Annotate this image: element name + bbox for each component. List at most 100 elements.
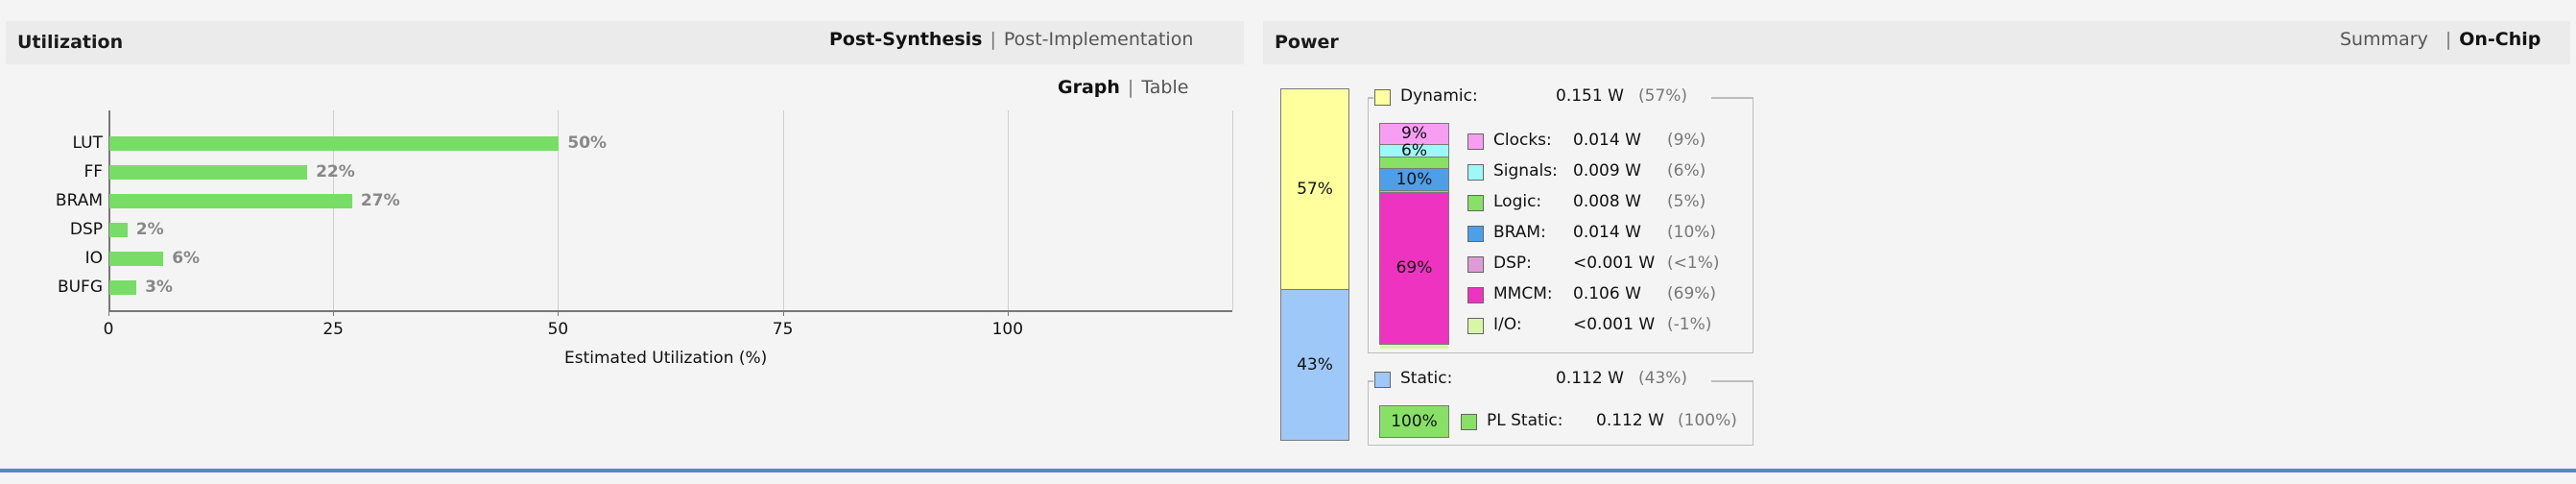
static-legend: Static: 0.112 W (43%) — [1374, 369, 1701, 390]
power-legend-item: I/O: <0.001 W (-1%) — [1467, 315, 1746, 336]
legend-value: <0.001 W — [1573, 254, 1656, 273]
power-segment — [1380, 157, 1448, 168]
power-legend-item: Clocks:0.014 W(9%) — [1467, 131, 1746, 152]
gridline — [558, 110, 560, 310]
legend-swatch — [1467, 195, 1484, 211]
x-tick-label: 50 — [547, 320, 569, 339]
power-header: Power Summary|On-Chip — [1263, 21, 2570, 64]
gridline — [782, 110, 784, 310]
x-tick-label: 75 — [772, 320, 794, 339]
tab-summary[interactable]: Summary — [2340, 29, 2428, 50]
y-axis — [108, 110, 110, 310]
bar — [109, 252, 164, 266]
bar-value-label: 2% — [135, 220, 164, 239]
bar-value-label: 27% — [360, 191, 400, 210]
power-segment: 6% — [1380, 141, 1448, 160]
legend-swatch — [1467, 226, 1484, 242]
power-tab-separator: | — [2445, 29, 2452, 50]
legend-pct: (<1%) — [1667, 254, 1720, 273]
legend-name: DSP: — [1493, 254, 1532, 273]
legend-pct: (-1%) — [1667, 315, 1712, 334]
bar — [109, 194, 352, 208]
bar — [109, 165, 308, 180]
power-segment: 100% — [1380, 406, 1448, 437]
legend-name: BRAM: — [1493, 223, 1546, 242]
tab-post-implementation[interactable]: Post-Implementation — [1003, 29, 1194, 50]
bar-value-label: 3% — [145, 278, 173, 297]
legend-name: Signals: — [1493, 161, 1558, 181]
legend-name: Clocks: — [1493, 131, 1552, 150]
legend-value: 0.008 W — [1573, 192, 1641, 211]
dynamic-breakdown-bar: 9%6%10%69% — [1379, 123, 1449, 349]
legend-value: <0.001 W — [1573, 315, 1656, 334]
bar — [109, 136, 560, 151]
gridline — [1232, 110, 1233, 310]
bar-value-label: 50% — [567, 133, 608, 153]
legend-swatch — [1467, 133, 1484, 150]
bar-value-label: 22% — [316, 162, 355, 182]
category-label: IO — [84, 249, 103, 268]
legend-pct: (5%) — [1667, 192, 1706, 211]
tab-post-synthesis[interactable]: Post-Synthesis — [829, 29, 983, 50]
power-segment: 57% — [1281, 89, 1348, 290]
static-box-top-left-line — [1368, 380, 1373, 382]
total-power-bar: 57%43% — [1280, 88, 1349, 441]
dynamic-box-top-right-line — [1711, 97, 1753, 99]
dynamic-pct: (57%) — [1638, 86, 1688, 106]
dynamic-legend: Dynamic: 0.151 W (57%) — [1374, 86, 1701, 108]
tab-table[interactable]: Table — [1141, 77, 1189, 98]
bar-value-label: 6% — [172, 249, 201, 268]
dynamic-box — [1368, 97, 1753, 353]
legend-name: I/O: — [1493, 315, 1522, 334]
gridline — [1007, 110, 1009, 310]
legend-name: Logic: — [1493, 192, 1542, 211]
power-legend-item: DSP: <0.001 W (<1%) — [1467, 254, 1746, 275]
view-tabs: Graph | Table — [1058, 77, 1188, 98]
category-label: LUT — [72, 133, 103, 153]
power-legend-item: MMCM:0.106 W(69%) — [1467, 284, 1746, 305]
x-tick-label: 0 — [103, 320, 114, 339]
legend-swatch — [1467, 256, 1484, 273]
legend-swatch — [1461, 414, 1477, 430]
static-swatch — [1374, 372, 1391, 388]
power-segment: 43% — [1281, 289, 1348, 440]
power-segment — [1380, 189, 1448, 192]
category-label: FF — [83, 162, 103, 182]
static-name: Static: — [1400, 369, 1453, 388]
category-label: BRAM — [55, 191, 103, 210]
power-legend-item: PL Static: 0.112 W (100%) — [1461, 411, 1749, 432]
legend-name: PL Static: — [1487, 411, 1563, 430]
x-tick-mark — [108, 310, 109, 316]
tab-separator: | — [990, 29, 996, 50]
gridline — [333, 110, 335, 310]
power-segment: 10% — [1380, 167, 1448, 190]
legend-swatch — [1467, 287, 1484, 303]
panel-bottom-border — [0, 469, 2576, 472]
static-box — [1368, 380, 1753, 446]
legend-pct: (6%) — [1667, 161, 1706, 181]
legend-pct: (100%) — [1678, 411, 1737, 430]
legend-swatch — [1467, 164, 1484, 181]
bar — [109, 280, 137, 295]
x-tick-label: 100 — [991, 320, 1024, 339]
legend-value: 0.009 W — [1573, 161, 1641, 181]
bar — [109, 223, 128, 237]
legend-pct: (9%) — [1667, 131, 1706, 150]
view-tab-separator: | — [1127, 77, 1134, 98]
power-tabs: Summary | On-Chip — [2340, 29, 2540, 50]
power-legend-item: Signals: 0.009 W (6%) — [1467, 161, 1746, 182]
utilization-header: Utilization Post-Synthesis|Post-Implemen… — [6, 21, 1244, 64]
legend-value: 0.112 W — [1596, 411, 1664, 430]
legend-value: 0.014 W — [1573, 223, 1641, 242]
x-tick-mark — [333, 310, 335, 316]
tab-on-chip[interactable]: On-Chip — [2459, 29, 2541, 50]
legend-swatch — [1467, 318, 1484, 334]
power-segment: 9% — [1380, 124, 1448, 144]
x-tick-label: 25 — [322, 320, 345, 339]
x-tick-mark — [1007, 310, 1009, 316]
dynamic-swatch — [1374, 89, 1391, 106]
power-legend-item: BRAM:0.014 W(10%) — [1467, 223, 1746, 244]
x-tick-mark — [782, 310, 784, 316]
tab-graph[interactable]: Graph — [1058, 77, 1120, 98]
